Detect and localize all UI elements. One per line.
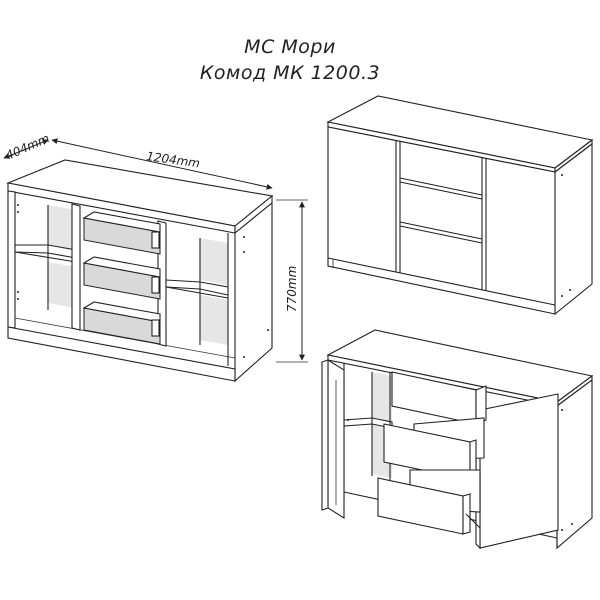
product-title: Комод МК 1200.3: [199, 62, 381, 84]
height-label: 770mm: [285, 266, 299, 312]
brand-title: MC Мори: [244, 36, 336, 58]
open-drawer-1: [82, 211, 161, 255]
open-drawer-3: [82, 301, 161, 345]
closed-cabinet-view: [326, 95, 594, 316]
pulled-drawer-2: [383, 417, 485, 481]
open-carcass-view: 404mm 1204mm 770mm: [3, 131, 308, 383]
width-label: 1204mm: [145, 149, 200, 170]
open-drawer-2: [82, 256, 161, 300]
opened-cabinet-view: [321, 329, 594, 550]
pulled-drawer-3: [377, 469, 481, 535]
depth-label: 404mm: [4, 131, 52, 163]
